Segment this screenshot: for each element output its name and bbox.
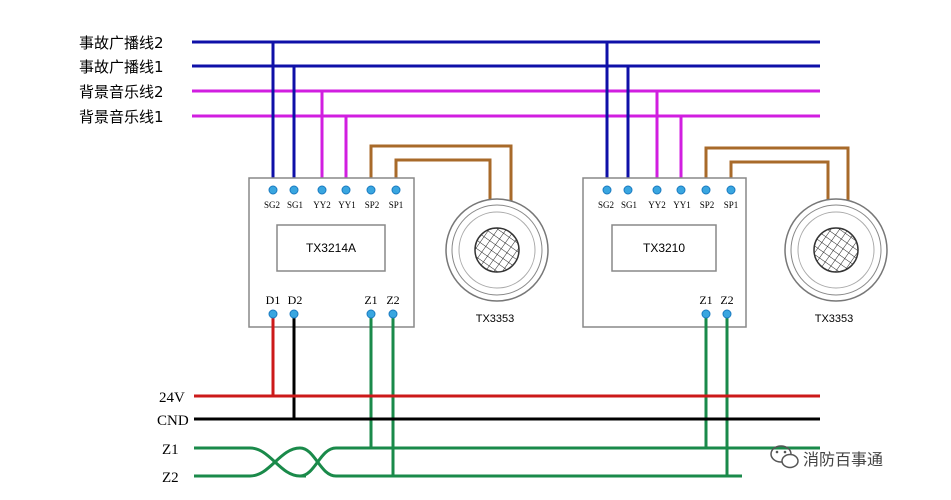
speaker-2: TX3353 [784, 198, 888, 325]
module-name: TX3210 [643, 241, 685, 255]
watermark: 消防百事通 [770, 445, 883, 469]
rail-z2 [194, 446, 301, 478]
terminal-dot [623, 185, 633, 195]
rail-label-24v: 24V [159, 390, 185, 406]
bus-label-accident-2: 事故广播线2 [79, 34, 164, 52]
terminal-label: SP1 [389, 200, 404, 210]
terminal-label: Z2 [720, 293, 733, 307]
module-2-bus-drops [605, 42, 683, 188]
bus-label-music-2: 背景音乐线2 [79, 83, 164, 101]
rail-z1-cont [306, 448, 820, 476]
terminal-label: SG1 [621, 200, 637, 210]
speaker-wire-sp2-m2 [704, 146, 850, 206]
terminal-label: YY1 [673, 200, 691, 210]
bus-labels: 事故广播线2 事故广播线1 背景音乐线2 背景音乐线1 [79, 34, 164, 126]
bottom-terminal-labels: D1 D2 Z1 Z2 [266, 293, 400, 307]
terminal-dot [652, 185, 662, 195]
terminal-label: YY2 [313, 200, 331, 210]
terminal-dot [366, 185, 376, 195]
speaker-wire-sp1-m2 [729, 160, 830, 208]
terminal-label: Z1 [364, 293, 377, 307]
module-name: TX3214A [306, 241, 356, 255]
module-1-bus-drops [271, 42, 348, 188]
wechat-icon [770, 445, 799, 469]
terminal-dot [317, 185, 327, 195]
rail-label-z2: Z2 [162, 470, 179, 486]
terminal-dot [726, 185, 736, 195]
rail-label-z1: Z1 [162, 442, 179, 458]
terminal-dot [289, 185, 299, 195]
terminal-label: YY2 [648, 200, 666, 210]
bus-lines [192, 40, 820, 118]
terminal-label: SG2 [598, 200, 614, 210]
rail-z2-right [299, 446, 742, 478]
module-tx3214a: TX3214A SG2 SG1 YY2 YY1 SP2 SP1 D1 D2 Z1… [248, 177, 415, 328]
terminal-label: Z1 [699, 293, 712, 307]
rail-z1-right [299, 446, 820, 478]
bottom-terminal-dots [268, 309, 732, 319]
terminal-label: D2 [288, 293, 303, 307]
top-terminal-labels: SG2 SG1 YY2 YY1 SP2 SP1 [598, 200, 738, 210]
module-name-box [276, 224, 386, 272]
terminal-label: YY1 [338, 200, 356, 210]
speaker-label: TX3353 [476, 313, 515, 325]
bus-label-music-1: 背景音乐线1 [79, 108, 164, 126]
speaker-grille [813, 227, 859, 273]
bus-label-accident-1: 事故广播线1 [79, 58, 164, 76]
terminal-dot [366, 309, 376, 319]
terminal-dot [602, 185, 612, 195]
terminal-label: SG2 [264, 200, 280, 210]
top-terminal-dots [602, 185, 736, 195]
terminal-dot [268, 185, 278, 195]
terminal-dot [289, 309, 299, 319]
speaker-wire-sp1-m1 [394, 158, 492, 204]
terminal-dot [701, 309, 711, 319]
terminal-dot [676, 185, 686, 195]
speaker-label: TX3353 [815, 313, 854, 325]
terminal-label: SP2 [700, 200, 715, 210]
module-tx3210: TX3210 SG2 SG1 YY2 YY1 SP2 SP1 Z1 Z2 [582, 177, 747, 328]
terminal-label: Z2 [386, 293, 399, 307]
power-rails [194, 394, 820, 478]
speaker-grille [474, 227, 520, 273]
terminal-dot [701, 185, 711, 195]
watermark-text: 消防百事通 [803, 450, 883, 469]
top-terminal-dots [268, 185, 401, 195]
speaker-1: TX3353 [445, 198, 549, 325]
bottom-terminal-labels: Z1 Z2 [699, 293, 733, 307]
terminal-label: SP1 [724, 200, 739, 210]
terminal-dot [341, 185, 351, 195]
terminal-label: SG1 [287, 200, 303, 210]
top-terminal-labels: SG2 SG1 YY2 YY1 SP2 SP1 [264, 200, 403, 210]
rail-label-gnd: CND [157, 413, 189, 429]
terminal-dot [722, 309, 732, 319]
bottom-drops [271, 314, 729, 476]
terminal-dot [391, 185, 401, 195]
terminal-label: D1 [266, 293, 281, 307]
rail-labels: 24V CND Z1 Z2 [157, 390, 189, 486]
terminal-dot [268, 309, 278, 319]
speaker-wire-sp2-m1 [369, 144, 513, 202]
terminal-label: SP2 [365, 200, 380, 210]
module-name-box [611, 224, 717, 272]
terminal-dot [388, 309, 398, 319]
speaker-wires [369, 144, 850, 208]
